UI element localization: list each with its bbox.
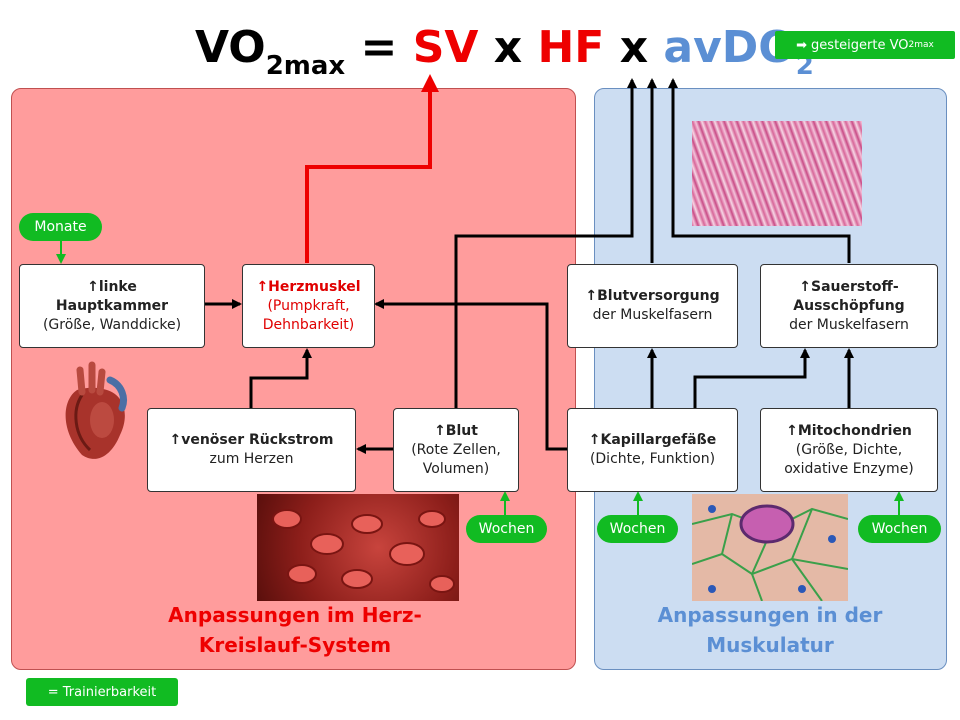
muscle-tissue-image (692, 121, 862, 226)
pill-monate: Monate (19, 213, 102, 241)
caption-muscle: Anpassungen in der Muskulatur (657, 603, 883, 657)
formula-hf: HF (537, 22, 605, 73)
heart-image (52, 360, 134, 465)
formula-vo-sub: 2max (265, 51, 346, 81)
formula-avdo: avDO (663, 22, 796, 73)
box-rueckstrom: ↑venöser Rückstrom zum Herzen (147, 408, 356, 492)
red-blood-cells-image (257, 494, 459, 601)
box-blut-sub: (Rote Zellen, Volumen) (411, 441, 501, 477)
formula-sv: SV (412, 22, 479, 73)
box-rueckstrom-title: ↑venöser Rückstrom (169, 432, 334, 448)
badge-sub: 2max (908, 40, 934, 50)
box-blut: ↑Blut (Rote Zellen, Volumen) (393, 408, 519, 492)
box-herzmuskel: ↑Herzmuskel (Pumpkraft, Dehnbarkeit) (242, 264, 375, 348)
box-sauerstoff: ↑Sauerstoff-Ausschöpfung der Muskelfaser… (760, 264, 938, 348)
box-herzmuskel-sub: (Pumpkraft, Dehnbarkeit) (262, 297, 355, 333)
box-blutversorgung-title: ↑Blutversorgung (585, 288, 720, 304)
formula-equals: = (345, 22, 413, 73)
box-mitochondrien: ↑Mitochondrien (Größe, Dichte, oxidative… (760, 408, 938, 492)
badge-text: gesteigerte VO (811, 37, 909, 53)
box-mitochondrien-title: ↑Mitochondrien (786, 422, 912, 439)
box-herzmuskel-title: ↑Herzmuskel (256, 278, 361, 295)
box-blut-title: ↑Blut (434, 422, 478, 439)
vo2max-formula: VO2max = SV x HF x avDO2 (195, 18, 814, 88)
box-hauptkammer-title: ↑linke Hauptkammer (55, 278, 169, 314)
formula-times-2: x (604, 22, 664, 73)
box-kapillar-title: ↑Kapillargefäße (588, 432, 717, 448)
box-blutversorgung-sub: der Muskelfasern (592, 307, 713, 323)
box-hauptkammer-sub: (Größe, Wanddicke) (42, 316, 182, 333)
box-mitochondrien-sub: (Größe, Dichte, oxidative Enzyme) (784, 441, 914, 477)
pill-wochen-mito: Wochen (858, 515, 941, 543)
pill-wochen-kapillar: Wochen (597, 515, 678, 543)
box-kapillar: ↑Kapillargefäße (Dichte, Funktion) (567, 408, 738, 492)
formula-times-1: x (478, 22, 538, 73)
formula-vo: VO (195, 22, 266, 73)
box-kapillar-sub: (Dichte, Funktion) (589, 451, 716, 467)
box-rueckstrom-sub: zum Herzen (209, 451, 294, 467)
box-sauerstoff-title: ↑Sauerstoff-Ausschöpfung (793, 278, 905, 314)
box-blutversorgung: ↑Blutversorgung der Muskelfasern (567, 264, 738, 348)
caption-cardiovascular: Anpassungen im Herz-Kreislauf-System (168, 603, 422, 657)
capillary-tissue-image (692, 494, 848, 601)
pill-wochen-blut: Wochen (466, 515, 547, 543)
box-hauptkammer: ↑linke Hauptkammer (Größe, Wanddicke) (19, 264, 205, 348)
legend-trainability: = Trainierbarkeit (26, 678, 178, 706)
box-sauerstoff-sub: der Muskelfasern (789, 316, 909, 333)
arrow-right-icon: ➡ (796, 37, 808, 53)
